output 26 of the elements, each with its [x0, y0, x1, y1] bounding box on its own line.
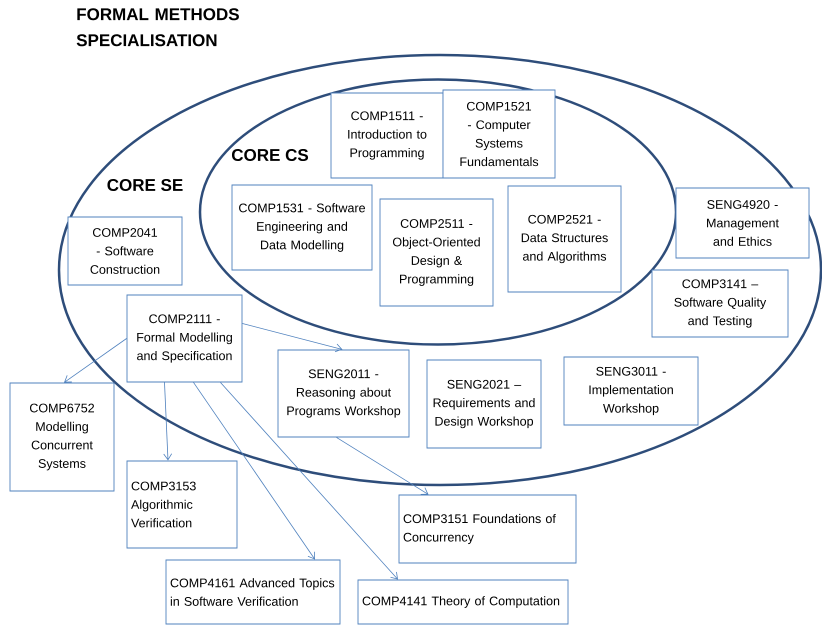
arrow — [64, 338, 127, 383]
course-box: SENG2011 - Reasoning about Programs Workshop — [278, 350, 410, 438]
title: FORMAL METHODS SPECIALISATION — [76, 8, 239, 46]
course-box: COMP1531 - Software Engineering and Data Modelling — [232, 184, 372, 270]
course-box: COMP2521 - Data Structures and Algorithms — [508, 186, 622, 292]
course-box: COMP2111 - Formal Modelling and Specification — [126, 294, 242, 382]
course-box: SENG4920 - Management and Ethics — [676, 188, 810, 258]
course-box: COMP3151 Foundations of Concurrency — [398, 494, 576, 564]
course-box: COMP1511 - Introduction to Programming — [330, 92, 444, 178]
arrow — [242, 323, 342, 352]
course-box: SENG3011 - Implementation Workshop — [564, 356, 698, 426]
course-box: COMP1521 - Computer Systems Fundamentals — [442, 90, 556, 178]
region-heading: CORE SE — [107, 178, 183, 192]
arrow — [220, 382, 398, 580]
region-heading: CORE CS — [232, 148, 308, 162]
course-box: COMP3153 Algorithmic Verification — [126, 460, 238, 548]
arrow — [336, 437, 428, 495]
arrow — [163, 382, 172, 461]
course-box: COMP4161 Advanced Topics in Software Verification — [166, 560, 340, 624]
course-box: COMP6752 Modelling Concurrent Systems — [10, 382, 114, 492]
arrow — [193, 382, 315, 560]
course-box: SENG2021 – Requirements and Design Workshop — [426, 360, 542, 448]
course-box: COMP2511 - Object-Oriented Design & Programming — [380, 198, 494, 306]
course-box: COMP2041 - Software Construction — [68, 216, 182, 286]
course-box: COMP3141 – Software Quality and Testing — [652, 270, 788, 338]
course-box: COMP4141 Theory of Computation — [358, 580, 568, 624]
